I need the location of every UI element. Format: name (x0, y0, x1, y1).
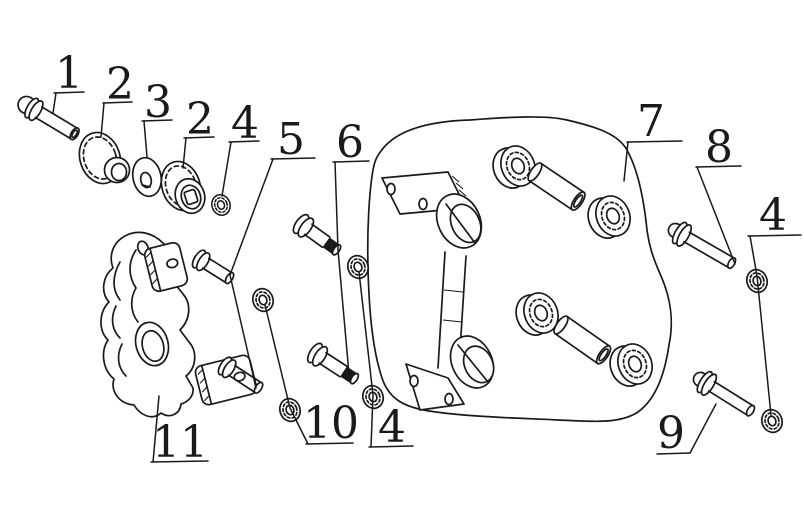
callout-7: 7 (623, 96, 683, 182)
part-4-nut-topleft (208, 191, 234, 219)
spacer-tube-top (524, 160, 589, 213)
callout-8: 8 (695, 122, 742, 265)
part-10-nut-lower (275, 394, 305, 426)
bearing-bottom-right (603, 337, 659, 394)
bearing-top-right (581, 189, 637, 246)
callout-3: 3 (141, 77, 173, 158)
callout-10: 10 (264, 304, 359, 449)
part-7-link-body (381, 171, 495, 411)
part-4-nut-right-lower (757, 405, 787, 437)
part-1-pin (17, 95, 80, 141)
callout-8-label: 8 (705, 122, 733, 173)
callout-2a: 2 (100, 59, 134, 138)
callout-11: 11 (150, 395, 209, 468)
part-11-bottom-ear (194, 354, 258, 406)
part-2-adjuster-gear-b (160, 160, 206, 215)
callout-7-label: 7 (637, 96, 665, 147)
callout-4c: 4 (358, 271, 414, 453)
callout-1-label: 1 (55, 48, 83, 99)
part-9-bolt (692, 370, 756, 417)
callout-9: 9 (656, 403, 717, 459)
callout-5: 5 (229, 114, 316, 389)
callout-11-label: 11 (152, 417, 208, 468)
callout-1: 1 (52, 48, 85, 114)
part-3-washer (131, 156, 163, 198)
callout-5-label: 5 (277, 114, 305, 165)
callout-2b: 2 (182, 94, 215, 169)
callout-9-label: 9 (657, 408, 685, 459)
callout-4b-label: 4 (759, 190, 787, 241)
callout-6: 6 (332, 117, 370, 375)
part-8-bolt (667, 221, 737, 270)
callout-4b: 4 (747, 190, 802, 416)
part-5-pin-upper (191, 249, 235, 285)
spacer-tube-bottom (550, 313, 614, 367)
callout-4a: 4 (221, 98, 260, 197)
callout-6-label: 6 (336, 117, 364, 168)
part-6-bolt-lower (306, 342, 360, 385)
callout-10-label: 10 (303, 398, 359, 449)
part-10-nut-upper (248, 284, 278, 316)
callout-4c-label: 4 (378, 402, 406, 453)
part-11-bracket-assembly (100, 231, 258, 418)
part-7-assembly-outline (366, 116, 673, 423)
part-2-adjuster-gear-a (78, 131, 131, 185)
part-5-pin-lower (217, 356, 264, 395)
part-11-top-ear (143, 241, 189, 293)
